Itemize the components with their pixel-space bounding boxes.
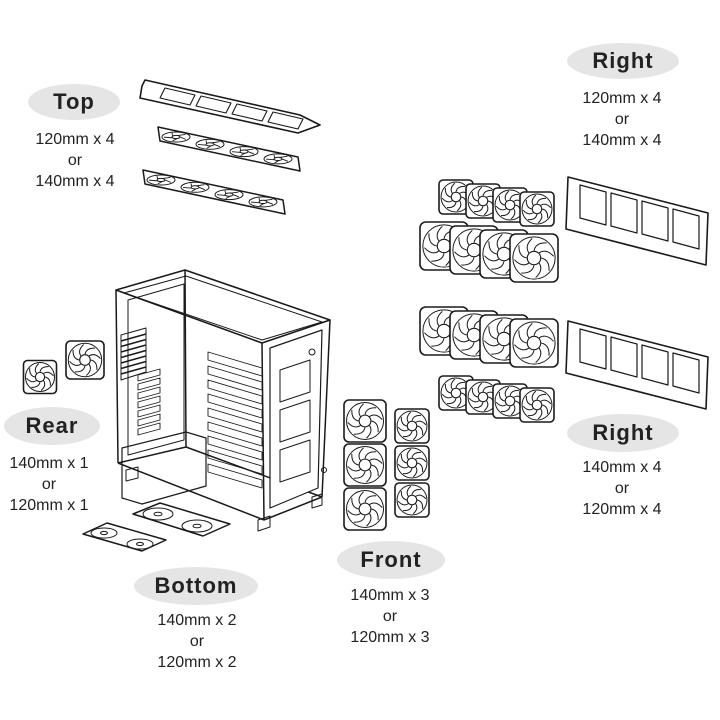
right-upper-spec-line3: 140mm x 4 <box>582 132 662 149</box>
front-spec: 140mm x 3 or 120mm x 3 <box>310 585 470 648</box>
right-lower-spec-line2: or <box>614 480 630 497</box>
front-fan-column-140 <box>343 399 387 531</box>
bottom-spec: 140mm x 2 or 120mm x 2 <box>117 610 277 673</box>
rear-spec-line1: 140mm x 1 <box>9 455 89 472</box>
right-lower-label: Right <box>567 414 679 452</box>
right-fan-row-120-lower <box>438 375 555 423</box>
top-spec-line3: 140mm x 4 <box>35 173 115 190</box>
front-spec-line2: or <box>382 608 398 625</box>
right-upper-spec-line1: 120mm x 4 <box>582 90 662 107</box>
bottom-spec-line1: 140mm x 2 <box>157 612 237 629</box>
top-spec-line1: 120mm x 4 <box>35 131 115 148</box>
front-label: Front <box>337 541 445 579</box>
top-bracket <box>139 79 321 134</box>
rear-label: Rear <box>4 407 100 445</box>
bottom-spec-line2: or <box>189 633 205 650</box>
right-upper-spec: 120mm x 4 or 140mm x 4 <box>542 88 702 151</box>
rear-spec-line3: 120mm x 1 <box>9 497 89 514</box>
top-fan-row-140 <box>142 169 286 215</box>
rear-spec-line2: or <box>41 476 57 493</box>
front-spec-line1: 140mm x 3 <box>350 587 430 604</box>
right-fan-row-120-upper <box>438 179 555 227</box>
bottom-label: Bottom <box>134 567 258 605</box>
right-bracket-upper <box>565 176 709 266</box>
right-upper-label: Right <box>567 43 679 79</box>
right-lower-spec-line3: 120mm x 4 <box>582 501 662 518</box>
right-lower-spec-line1: 140mm x 4 <box>582 459 662 476</box>
rear-fan-large <box>65 340 105 380</box>
rear-fan-small <box>22 359 58 395</box>
bottom-spec-line3: 120mm x 2 <box>157 654 237 671</box>
right-bracket-lower <box>565 320 709 410</box>
top-spec-line2: or <box>67 152 83 169</box>
case-chassis <box>115 269 331 532</box>
right-fan-row-140-lower <box>419 306 559 368</box>
top-fan-row-120 <box>157 126 301 172</box>
bottom-fan-row-lower <box>82 522 167 552</box>
rear-spec: 140mm x 1 or 120mm x 1 <box>0 453 129 516</box>
top-spec: 120mm x 4 or 140mm x 4 <box>0 129 155 192</box>
bottom-fan-row-upper <box>132 502 231 537</box>
right-lower-spec: 140mm x 4 or 120mm x 4 <box>542 457 702 520</box>
right-fan-row-140-upper <box>419 221 559 283</box>
front-fan-column-120 <box>394 408 430 518</box>
top-label: Top <box>28 84 120 120</box>
right-upper-spec-line2: or <box>614 111 630 128</box>
front-spec-line3: 120mm x 3 <box>350 629 430 646</box>
